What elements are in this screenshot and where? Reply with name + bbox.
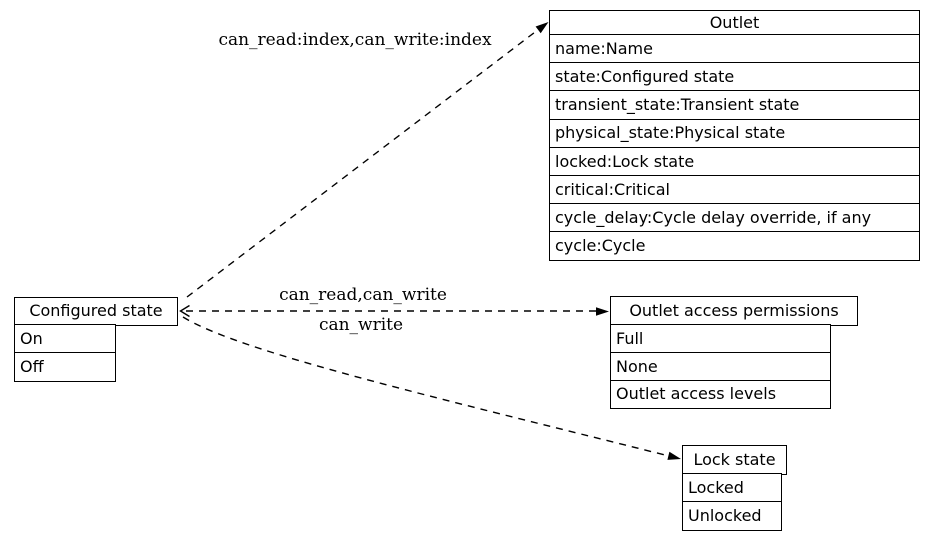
edge-to-outlet-line bbox=[186, 28, 540, 298]
node-outlet-row-state: state:Configured state bbox=[549, 62, 920, 92]
node-outlet-row-name: name:Name bbox=[549, 34, 920, 64]
node-configured-state-title: Configured state bbox=[14, 297, 178, 326]
node-outlet-access-permissions-title: Outlet access permissions bbox=[610, 296, 858, 326]
node-lock-state: Lock state Locked Unlocked bbox=[682, 445, 787, 531]
node-outlet-row-locked: locked:Lock state bbox=[549, 146, 920, 177]
node-outlet-row-cycle: cycle:Cycle bbox=[549, 231, 920, 261]
node-outlet: Outlet name:Name state:Configured state … bbox=[549, 10, 920, 261]
node-lock-state-row-locked: Locked bbox=[682, 473, 782, 503]
node-configured-state-row-off: Off bbox=[14, 352, 116, 382]
arrowhead-outlet-access-permissions bbox=[596, 307, 609, 316]
edge-to-outlet-access-permissions bbox=[179, 304, 609, 318]
arrowtail-configured-state-vee bbox=[179, 304, 190, 318]
node-configured-state: Configured state On Off bbox=[14, 297, 178, 382]
node-outlet-row-transient-state: transient_state:Transient state bbox=[549, 90, 920, 121]
edge-label-to-lock-state: can_write bbox=[318, 315, 404, 335]
edge-to-lock-state bbox=[182, 316, 681, 460]
node-lock-state-row-unlocked: Unlocked bbox=[682, 501, 782, 531]
node-outlet-access-permissions: Outlet access permissions Full None Outl… bbox=[610, 296, 858, 409]
node-outlet-access-permissions-row-levels: Outlet access levels bbox=[610, 380, 831, 409]
node-lock-state-title: Lock state bbox=[682, 445, 787, 475]
node-configured-state-row-on: On bbox=[14, 324, 116, 354]
arrowhead-lock-state bbox=[667, 451, 681, 460]
node-outlet-access-permissions-row-none: None bbox=[610, 352, 831, 382]
node-outlet-access-permissions-row-full: Full bbox=[610, 324, 831, 354]
node-outlet-row-critical: critical:Critical bbox=[549, 174, 920, 205]
node-outlet-title: Outlet bbox=[549, 10, 920, 36]
arrowhead-outlet bbox=[535, 22, 549, 34]
edge-label-to-outlet-access-permissions: can_read,can_write bbox=[279, 285, 447, 305]
node-outlet-row-cycle-delay: cycle_delay:Cycle delay override, if any bbox=[549, 203, 920, 233]
node-outlet-row-physical-state: physical_state:Physical state bbox=[549, 118, 920, 149]
edge-label-to-outlet: can_read:index,can_write:index bbox=[218, 30, 492, 50]
edge-to-outlet bbox=[186, 22, 549, 298]
edge-to-lock-state-line bbox=[182, 316, 670, 457]
